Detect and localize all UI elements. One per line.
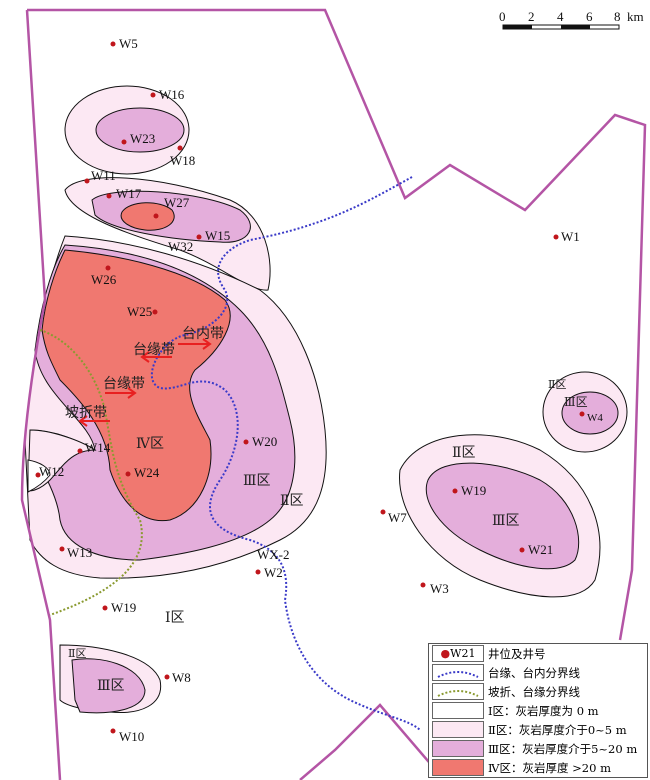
belt-arrows xyxy=(78,338,212,427)
zone3-contour xyxy=(71,658,146,714)
zone-label: Ⅳ区 xyxy=(136,436,164,452)
well-label: W14 xyxy=(85,440,111,455)
well-label: W20 xyxy=(252,434,277,449)
zone-label: Ⅲ区 xyxy=(564,395,588,409)
well-label: W25 xyxy=(127,304,152,319)
well-label: W13 xyxy=(67,545,92,560)
slope-break-line xyxy=(39,329,143,616)
well-label: WX-2 xyxy=(257,547,290,562)
legend-label: Ⅰ区：灰岩厚度为 0 m xyxy=(488,703,599,718)
well-label: W11 xyxy=(91,168,116,183)
well-label: W24 xyxy=(134,465,160,480)
legend-label: 台缘、台内分界线 xyxy=(488,665,580,680)
zone-label: Ⅱ区 xyxy=(280,493,304,509)
well-label: W27 xyxy=(164,195,190,210)
well-label: W7 xyxy=(388,510,407,525)
well-label: W4 xyxy=(587,412,603,424)
zone4-contour xyxy=(41,249,231,522)
well-label: W8 xyxy=(172,670,191,685)
well-label: W32 xyxy=(168,239,193,254)
zone-label: Ⅱ区 xyxy=(548,379,566,391)
zone-label: Ⅰ区 xyxy=(165,610,185,626)
well-label: W18 xyxy=(170,153,195,168)
well-label: W15 xyxy=(205,228,230,243)
svg-text:km: km xyxy=(627,9,644,24)
well-label: W1 xyxy=(561,229,580,244)
zone-label: Ⅱ区 xyxy=(452,445,476,461)
legend-label: 坡折、台缘分界线 xyxy=(488,684,580,699)
well-label: W23 xyxy=(130,131,155,146)
well-label: W3 xyxy=(430,581,449,596)
well-label: W2 xyxy=(264,565,283,580)
well-label: W5 xyxy=(119,36,138,51)
legend-label: Ⅳ区：灰岩厚度 >20 m xyxy=(488,760,611,775)
zone-label: Ⅲ区 xyxy=(492,513,520,529)
belt-margin-label: 台缘带 xyxy=(133,342,175,358)
legend-well-symbol: W21 xyxy=(450,647,476,660)
belt-slope-label: 坡折带 xyxy=(65,405,107,421)
zone4-contour xyxy=(120,202,175,231)
zone3-contour xyxy=(561,391,619,435)
zone3-contour xyxy=(95,107,185,153)
well-label: W19 xyxy=(461,483,486,498)
legend-label: Ⅲ区：灰岩厚度介于5~20 m xyxy=(488,741,638,756)
legend-label: 井位及井号 xyxy=(488,646,546,661)
well-label: W10 xyxy=(119,729,144,744)
zone-label: Ⅱ区 xyxy=(68,648,86,660)
scale-bar: 0 2 4 6 8 km xyxy=(499,9,644,30)
svg-text:6: 6 xyxy=(586,9,593,24)
legend-label: Ⅱ区：灰岩厚度介于0~5 m xyxy=(488,722,627,737)
svg-text:0: 0 xyxy=(499,9,506,24)
svg-text:4: 4 xyxy=(557,9,564,24)
svg-text:8: 8 xyxy=(614,9,621,24)
zone-label: Ⅲ区 xyxy=(97,678,125,694)
well-label: W26 xyxy=(91,272,117,287)
well-label: W21 xyxy=(528,542,553,557)
well-label: W12 xyxy=(39,464,64,479)
well-label: W16 xyxy=(159,87,185,102)
belt-margin-label: 台缘带 xyxy=(103,376,145,392)
wells xyxy=(35,41,585,734)
well-label: W17 xyxy=(116,186,142,201)
belt-interior-label: 台内带 xyxy=(182,326,224,342)
well-label: W19 xyxy=(111,600,136,615)
zone-label: Ⅲ区 xyxy=(243,473,271,489)
svg-text:2: 2 xyxy=(528,9,535,24)
study-area-boundary xyxy=(20,8,647,780)
zone3-contour xyxy=(425,462,580,570)
